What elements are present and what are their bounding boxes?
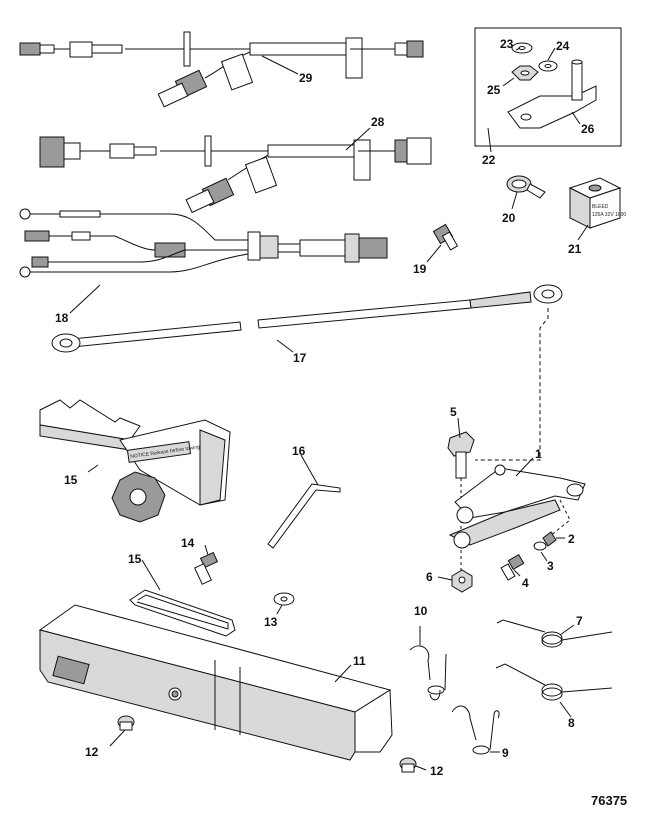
callout-22: 21 (568, 242, 582, 256)
kit-23-box (474, 27, 622, 147)
callout-4: 4 (522, 576, 529, 590)
callout-5: 5 (450, 405, 457, 419)
callout-3: 3 (547, 559, 554, 573)
cable-18 (51, 284, 563, 353)
callout-26: 25 (487, 83, 501, 97)
callout-11: 11 (353, 654, 366, 668)
callout-15: 15 (128, 552, 142, 566)
washer-13 (273, 592, 295, 606)
bracket-16: NOTICE Release before towing (39, 399, 231, 523)
callout-29: 29 (299, 71, 313, 85)
harness-19 (19, 208, 388, 278)
callout-labels: 29 28 22 23 24 25 26 20 21 19 18 17 15 1… (55, 37, 595, 778)
callout-10: 10 (414, 604, 428, 618)
callout-20: 19 (413, 262, 427, 276)
callout-17: 16 (292, 444, 306, 458)
callout-1: 1 (535, 447, 542, 461)
callout-9: 9 (502, 746, 509, 760)
breaker-label: BLEED (592, 204, 609, 210)
lever-1 (448, 464, 586, 549)
housing-11 (38, 604, 393, 761)
harness-28 (39, 135, 432, 214)
screw-14 (194, 551, 219, 585)
callout-28: 28 (371, 115, 385, 129)
callout-16: 15 (64, 473, 78, 487)
springs-7-8-9-10 (409, 619, 613, 755)
clamp-21 (506, 175, 546, 199)
callout-7: 7 (576, 614, 583, 628)
harness-29 (19, 31, 424, 108)
fasteners-2-3-4-6 (451, 531, 557, 593)
bolt-5 (447, 431, 475, 572)
callout-13: 13 (264, 615, 278, 629)
callout-18: 17 (293, 351, 307, 365)
plugs-12 (117, 715, 417, 773)
breaker-rating: 125A 32V 1000 (592, 212, 626, 218)
hex-key-17 (267, 483, 341, 549)
gasket-15 (129, 589, 236, 637)
callout-14: 14 (181, 536, 195, 550)
callout-27: 26 (581, 122, 595, 136)
callout-6: 6 (426, 570, 433, 584)
callout-12-left: 12 (85, 745, 99, 759)
callout-23: 22 (482, 153, 496, 167)
callout-24: 23 (500, 37, 514, 51)
callout-25: 24 (556, 39, 570, 53)
callout-2: 2 (568, 532, 575, 546)
callout-19: 18 (55, 311, 69, 325)
figure-number: 76375 (591, 793, 627, 808)
callout-8: 8 (568, 716, 575, 730)
circuit-breaker-22: BLEED 125A 32V 1000 (568, 177, 626, 229)
callout-21: 20 (502, 211, 516, 225)
callout-12-right: 12 (430, 764, 444, 778)
bolt-20 (432, 223, 459, 251)
assembly-dashed-line (475, 308, 549, 461)
leader-lines (69, 47, 589, 771)
